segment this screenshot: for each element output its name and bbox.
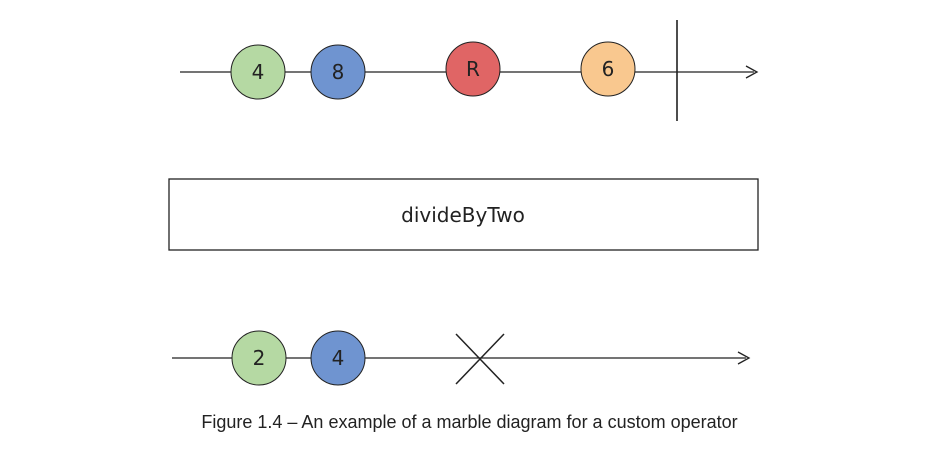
input-marble-2-circle (310, 44, 366, 100)
input-marble-4-circle (580, 41, 636, 97)
input-marble-1: 4 (230, 44, 286, 100)
output-marble-1: 2 (231, 330, 287, 386)
operator-label: divideByTwo (401, 203, 525, 227)
output-marble-2-label: 4 (332, 346, 345, 370)
input-marble-1-circle (230, 44, 286, 100)
output-marble-2-circle (310, 330, 366, 386)
operator-box: divideByTwo (168, 178, 759, 251)
output-error-cross-icon (455, 333, 505, 385)
input-marble-4: 6 (580, 41, 636, 97)
input-stream: 4 8 R 6 (180, 20, 759, 121)
output-marble-2: 4 (310, 330, 366, 386)
input-marble-1-label: 4 (252, 60, 265, 84)
figure-caption: Figure 1.4 – An example of a marble diag… (201, 412, 738, 432)
input-timeline-arrowhead (745, 65, 759, 79)
input-marble-4-label: 6 (602, 57, 615, 81)
operator-box-frame (168, 178, 759, 251)
input-marble-3: R (445, 41, 501, 97)
input-marble-3-label: R (466, 57, 480, 81)
input-marble-2: 8 (310, 44, 366, 100)
output-marble-1-label: 2 (253, 346, 266, 370)
output-stream: 2 4 (172, 330, 751, 386)
output-marble-1-circle (231, 330, 287, 386)
output-timeline-arrowhead (737, 351, 751, 365)
input-marble-3-circle (445, 41, 501, 97)
input-marble-2-label: 8 (332, 60, 345, 84)
